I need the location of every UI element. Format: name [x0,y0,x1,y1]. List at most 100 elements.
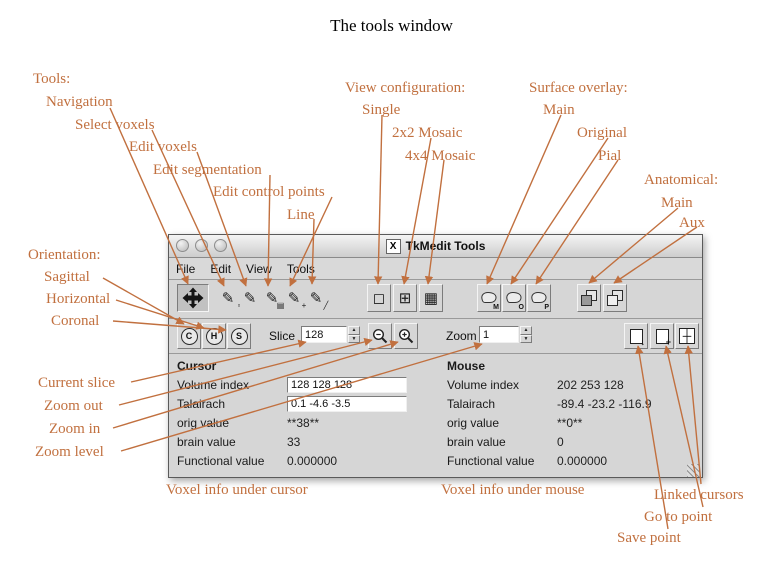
single-view-icon: ◻ [372,289,386,307]
save-point-button[interactable]: ↓ [624,323,648,349]
window-controls [176,239,227,252]
anatomical-main-front-square-icon [581,295,592,306]
cursor-info-column: Cursor Volume index Talairach orig value… [177,357,435,470]
edit-voxels-tool-button[interactable]: ✎ [239,284,261,312]
label-surface-pial: Pial [598,148,622,164]
voxel-info-panel: Cursor Volume index Talairach orig value… [169,354,702,479]
slice-input[interactable] [301,326,347,343]
mouse-volume-value: 202 253 128 [557,377,624,392]
menu-view[interactable]: View [246,261,272,276]
slice-spin-up-icon[interactable]: ▲ [348,326,360,335]
mouse-orig-value: **0** [557,415,583,430]
label-horizontal: Horizontal [46,291,111,307]
surface-pial-button[interactable]: P [527,284,551,312]
sagittal-head-icon: S [230,327,248,345]
zoom-out-button[interactable] [368,323,392,349]
label-save-point: Save point [617,530,681,546]
select-voxels-tool-button[interactable]: ✎▫ [217,284,241,312]
view-single-button[interactable]: ◻ [367,284,391,312]
window-title: X TkMedit Tools [385,238,485,254]
menu-file[interactable]: File [176,261,196,276]
mouse-talairach-row: Talairach -89.4 -23.2 -116.9 [447,394,697,413]
label-coronal: Coronal [51,313,100,329]
save-point-plus-icon: ↓ [640,337,646,347]
zoom-spin-up-icon[interactable]: ▲ [520,326,532,335]
linked-cursors-button[interactable]: ┼ [675,323,699,349]
mouse-volume-label: Volume index [447,377,520,392]
surface-main-button[interactable]: M [477,284,501,312]
label-edit-voxels: Edit voxels [129,139,197,155]
label-sagittal: Sagittal [44,269,90,285]
mosaic-4x4-icon: ▦ [423,289,439,307]
coronal-head-icon: C [180,327,198,345]
cursor-volume-input[interactable] [287,376,407,393]
go-to-point-button[interactable]: + [650,323,674,349]
brain-original-icon [506,291,522,303]
orientation-coronal-button[interactable]: C [177,323,201,349]
cursor-brain-row: brain value 33 [177,432,435,451]
edit-segmentation-tool-button[interactable]: ✎▤ [261,284,285,312]
cursor-orig-row: orig value **38** [177,413,435,432]
anatomical-aux-button[interactable] [603,284,627,312]
cursor-orig-value: **38** [287,415,320,430]
slice-spin-down-icon[interactable]: ▼ [348,334,360,343]
mouse-info-column: Mouse Volume index 202 253 128 Talairach… [447,357,697,470]
label-orientation-heading: Orientation: [28,247,101,263]
menu-tools[interactable]: Tools [286,261,315,276]
tkmedit-tools-window: X TkMedit Tools File Edit View Tools ✎▫ … [168,234,703,478]
cursor-functional-row: Functional value 0.000000 [177,451,435,470]
cursor-heading: Cursor [177,359,217,373]
label-tools-heading: Tools: [33,71,71,87]
edit-control-points-tool-button[interactable]: ✎+ [283,284,307,312]
mouse-orig-row: orig value **0** [447,413,697,432]
surface-original-button[interactable]: O [502,284,526,312]
label-zoom-level: Zoom level [35,444,104,460]
label-navigation: Navigation [46,94,113,110]
anatomical-aux-front-square-icon [607,295,618,306]
close-button[interactable] [176,239,189,252]
orientation-horizontal-button[interactable]: H [202,323,226,349]
view-4x4-mosaic-button[interactable]: ▦ [419,284,443,312]
menu-edit[interactable]: Edit [210,261,232,276]
resize-grip[interactable] [687,464,700,477]
window-titlebar[interactable]: X TkMedit Tools [169,235,702,258]
orientation-sagittal-button[interactable]: S [227,323,251,349]
label-linked-cursors: Linked cursors [654,487,744,503]
label-anatomical-aux: Aux [679,215,705,231]
line-tool-button[interactable]: ✎╱ [305,284,329,312]
horizontal-head-icon: H [205,327,223,345]
label-go-to-point: Go to point [644,509,713,525]
mouse-functional-label: Functional value [447,453,535,468]
go-to-point-plus-icon: + [665,337,671,347]
mouse-brain-value: 0 [557,434,564,449]
label-edit-control-points: Edit control points [213,184,325,200]
edit-voxels-icon: ✎ [243,289,257,307]
edit-segmentation-icon: ✎▤ [265,289,285,310]
zoom-label: Zoom [446,329,477,343]
anatomical-main-button[interactable] [577,284,601,312]
cursor-talairach-input[interactable] [287,395,407,412]
slice-spinner: ▲ ▼ [348,326,360,343]
cursor-talairach-row: Talairach [177,394,435,413]
label-single: Single [362,102,401,118]
label-current-slice: Current slice [38,375,116,391]
surface-pial-letter: P [544,304,549,311]
label-2x2-mosaic: 2x2 Mosaic [392,125,463,141]
label-voxel-info-mouse: Voxel info under mouse [441,482,585,498]
zoom-input[interactable] [479,326,519,343]
cursor-brain-value: 33 [287,434,301,449]
brain-pial-icon [531,291,547,303]
label-zoom-in: Zoom in [49,421,101,437]
zoom-button[interactable] [214,239,227,252]
zoom-in-button[interactable] [394,323,418,349]
brain-main-icon [481,291,497,303]
mouse-brain-label: brain value [447,434,506,449]
cursor-brain-label: brain value [177,434,236,449]
minimize-button[interactable] [195,239,208,252]
label-zoom-out: Zoom out [44,398,103,414]
view-2x2-mosaic-button[interactable]: ⊞ [393,284,417,312]
zoom-spin-down-icon[interactable]: ▼ [520,334,532,343]
navigation-tool-button[interactable] [177,284,209,312]
zoom-spinner: ▲ ▼ [520,326,532,343]
